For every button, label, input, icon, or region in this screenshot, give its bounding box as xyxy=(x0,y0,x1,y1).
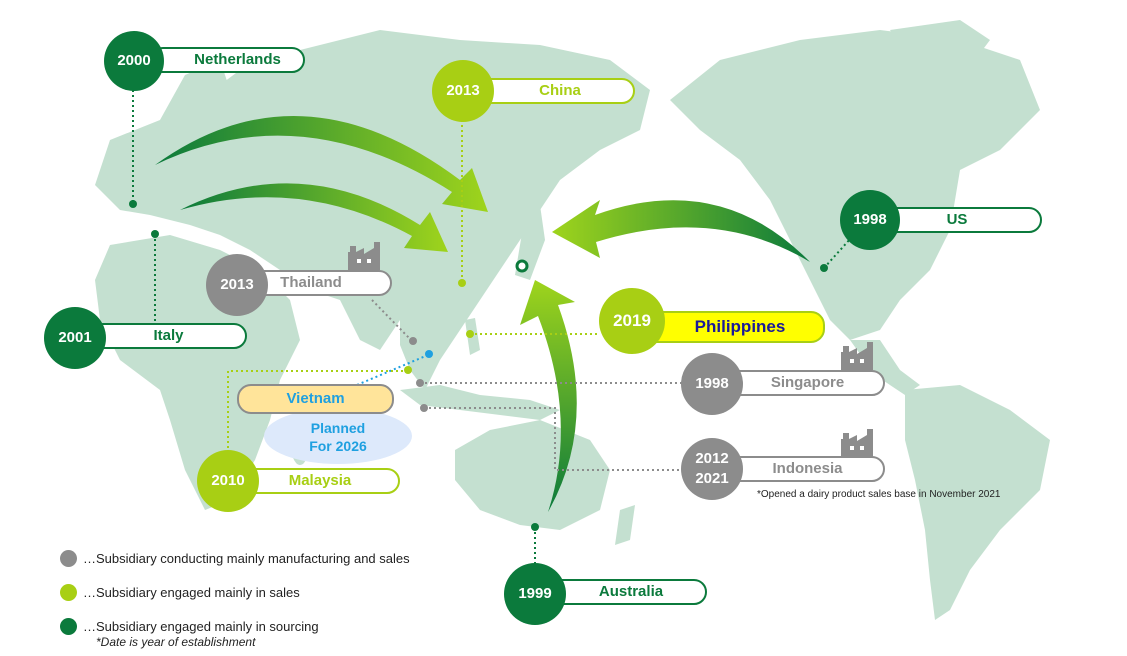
label-china: China xyxy=(475,78,635,104)
dot-thailand xyxy=(409,337,417,345)
country-name: Netherlands xyxy=(194,51,281,68)
south-america-landmass xyxy=(905,385,1050,620)
dot-us xyxy=(820,264,828,272)
arrow-australia-to-japan xyxy=(520,280,577,512)
southeast-asia-landmass xyxy=(400,320,440,390)
label-italy: Italy xyxy=(90,323,247,349)
arrow-italy-to-japan xyxy=(180,183,448,252)
year-badge-philippines: 2019 xyxy=(599,288,665,354)
dot-netherlands xyxy=(129,200,137,208)
year-badge-china: 2013 xyxy=(432,60,494,122)
label-thailand: Thailand xyxy=(250,270,392,296)
indonesia-landmass xyxy=(400,385,560,420)
dot-australia xyxy=(531,523,539,531)
country-name: China xyxy=(539,82,581,99)
label-malaysia: Malaysia xyxy=(240,468,400,494)
australia-landmass xyxy=(455,420,610,530)
label-vietnam: Vietnam xyxy=(237,384,394,414)
year-badge-indonesia: 2012 2021 xyxy=(681,438,743,500)
year-badge-us: 1998 xyxy=(840,190,900,250)
new-zealand-landmass xyxy=(615,505,635,545)
dot-italy xyxy=(151,230,159,238)
planned-year: For 2026 xyxy=(309,438,367,454)
dot-vietnam xyxy=(425,350,433,358)
year-2: 2021 xyxy=(695,470,729,487)
label-netherlands: Netherlands xyxy=(150,47,305,73)
country-name: Indonesia xyxy=(772,460,843,477)
legend-sales: …Subsidiary engaged mainly in sales xyxy=(60,584,300,601)
year-badge-netherlands: 2000 xyxy=(104,31,164,91)
year-badge-thailand: 2013 xyxy=(206,254,268,316)
japan-ring-marker xyxy=(515,259,529,273)
flow-arrows xyxy=(155,116,810,512)
country-name: Philippines xyxy=(694,317,786,336)
location-dots xyxy=(129,200,828,531)
land-masses xyxy=(95,20,1050,620)
leader-malaysia xyxy=(227,370,408,455)
dot-malaysia xyxy=(404,366,412,374)
country-name: Australia xyxy=(598,583,664,600)
arrow-us-to-japan xyxy=(552,200,810,262)
legend-dot-darkgreen xyxy=(60,618,77,635)
dot-philippines xyxy=(466,330,474,338)
country-name: Thailand xyxy=(280,274,342,291)
eurasia-landmass xyxy=(95,30,650,360)
factory-icon xyxy=(841,342,873,370)
arrow-netherlands-to-japan xyxy=(155,116,488,212)
planned-line: Planned xyxy=(310,420,366,436)
legend-text: …Subsidiary conducting mainly manufactur… xyxy=(83,551,410,566)
legend-dot-gray xyxy=(60,550,77,567)
scandinavia-landmass xyxy=(160,60,230,125)
year-1: 2012 xyxy=(695,450,729,467)
leader-us xyxy=(823,227,861,269)
year-badge-australia: 1999 xyxy=(504,563,566,625)
country-name: Malaysia xyxy=(288,472,352,489)
dot-china xyxy=(458,279,466,287)
country-name: Singapore xyxy=(770,374,845,391)
vietnam-planned-bubble xyxy=(264,408,412,464)
legend-text: …Subsidiary engaged mainly in sales xyxy=(83,585,300,600)
indonesia-footnote: *Opened a dairy product sales base in No… xyxy=(757,489,1001,500)
country-name: Vietnam xyxy=(286,390,345,407)
legend-text: …Subsidiary engaged mainly in sourcing xyxy=(83,619,319,634)
greenland-landmass xyxy=(890,20,990,80)
legend-manufacturing: …Subsidiary conducting mainly manufactur… xyxy=(60,550,410,567)
label-australia: Australia xyxy=(545,579,707,605)
dot-indonesia xyxy=(420,404,428,412)
factory-icons xyxy=(348,242,873,457)
country-name: US xyxy=(946,211,968,228)
factory-icon xyxy=(841,429,873,457)
date-footnote: *Date is year of establishment xyxy=(96,635,256,649)
year-badge-singapore: 1998 xyxy=(681,353,743,415)
leader-lines xyxy=(132,90,861,566)
dot-singapore xyxy=(416,379,424,387)
vietnam-planned-text: Planned For 2026 xyxy=(290,419,386,455)
label-us: US xyxy=(882,207,1042,233)
legend-sourcing: …Subsidiary engaged mainly in sourcing xyxy=(60,618,319,635)
factory-icon xyxy=(348,242,380,270)
north-america-landmass xyxy=(670,30,1040,340)
legend-dot-lightgreen xyxy=(60,584,77,601)
leader-indonesia xyxy=(424,407,682,471)
country-name: Italy xyxy=(153,327,184,344)
year-badge-italy: 2001 xyxy=(44,307,106,369)
year-badge-malaysia: 2010 xyxy=(197,450,259,512)
